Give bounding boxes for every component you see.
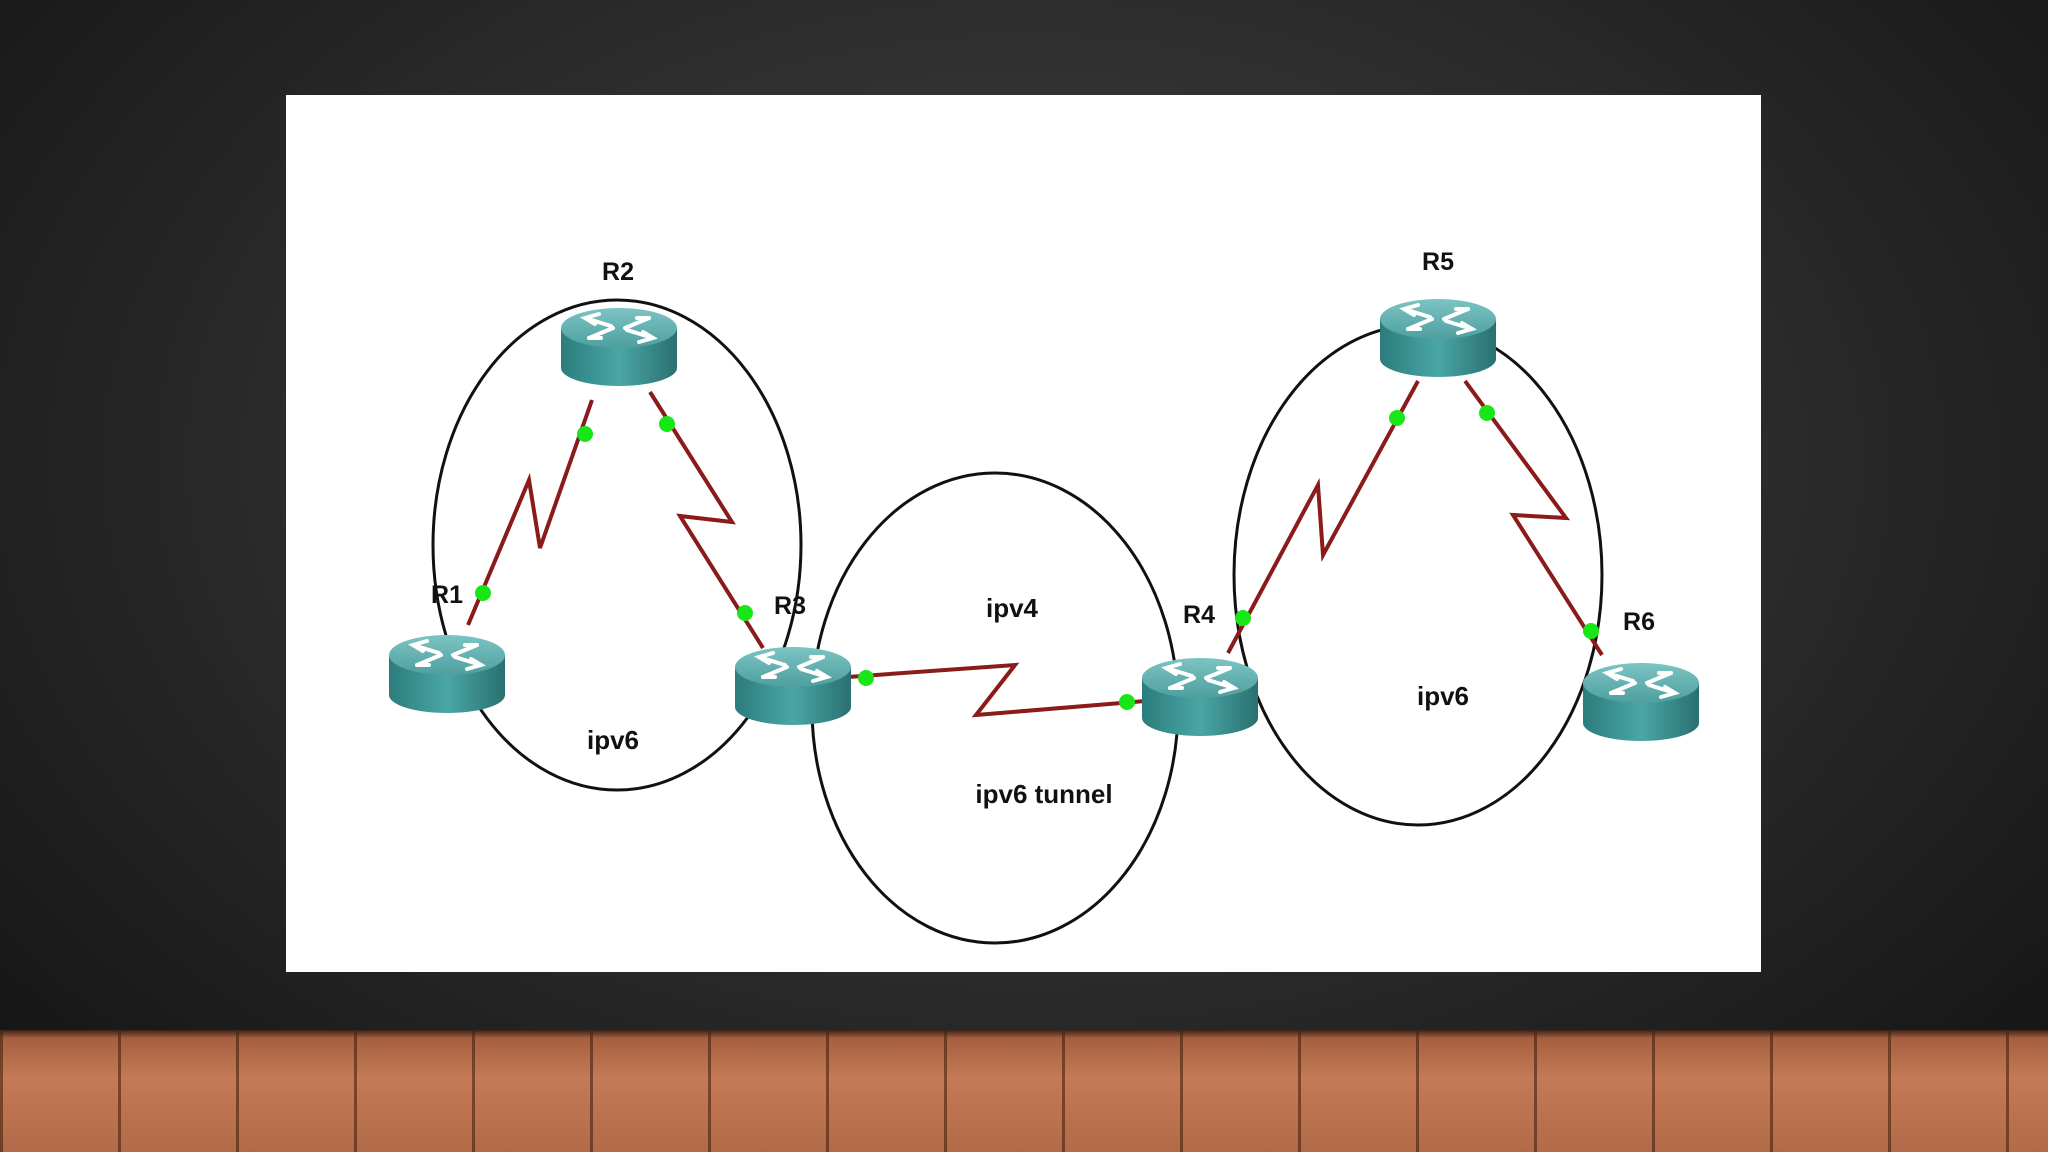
port-dot [659, 416, 675, 432]
region-label-left-ipv6: ipv6 [587, 725, 639, 755]
router-label-r2: R2 [602, 258, 634, 286]
serial-link-r4-r5 [1226, 380, 1420, 654]
router-icon[interactable] [387, 633, 507, 715]
port-dot [577, 426, 593, 442]
right-ipv6-area-boundary [1232, 323, 1604, 827]
serial-link-r5-r6 [1463, 379, 1604, 657]
left-ipv6-area-boundary [431, 298, 803, 792]
region-label-ipv4: ipv4 [986, 593, 1039, 623]
router-icon[interactable] [733, 645, 853, 727]
region-label-right-ipv6: ipv6 [1417, 681, 1469, 711]
region-label-ipv6-tunnel: ipv6 tunnel [975, 779, 1112, 809]
port-dot [1389, 410, 1405, 426]
serial-link-r2-r3 [648, 390, 765, 650]
router-icon[interactable] [559, 306, 679, 388]
wooden-floor [0, 1030, 2048, 1152]
router-label-r4: R4 [1183, 601, 1215, 629]
slide-image-frame [286, 95, 1761, 972]
port-dot [475, 585, 491, 601]
router-label-r3: R3 [774, 592, 806, 620]
port-dot [1583, 623, 1599, 639]
port-dot [737, 605, 753, 621]
router-icon[interactable] [1378, 297, 1498, 379]
port-dot [1235, 610, 1251, 626]
router-icon[interactable] [1140, 656, 1260, 738]
router-label-r6: R6 [1623, 608, 1655, 636]
port-dot [858, 670, 874, 686]
router-label-r1: R1 [431, 581, 463, 609]
serial-link-r1-r2 [466, 399, 594, 626]
router-icon[interactable] [1581, 661, 1701, 743]
serial-link-r3-r4 [819, 662, 1158, 718]
router-label-r5: R5 [1422, 248, 1454, 276]
port-dot [1119, 694, 1135, 710]
port-dot [1479, 405, 1495, 421]
